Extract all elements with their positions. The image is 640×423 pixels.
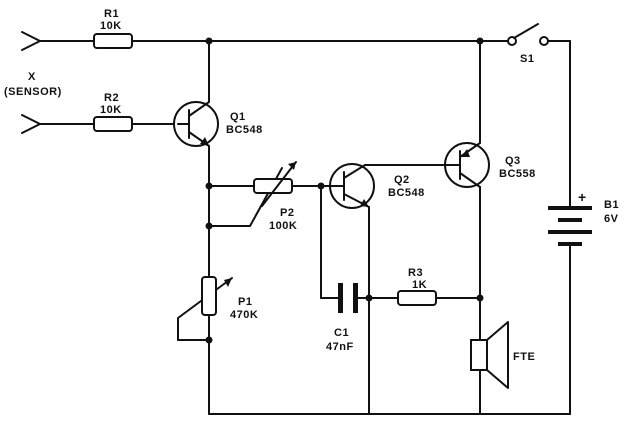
q1-type: BC548: [226, 124, 263, 136]
speaker-name: FTE: [513, 351, 535, 363]
s1-name: S1: [520, 53, 534, 65]
b1-value: 6V: [604, 213, 619, 225]
resistor-r1: [93, 33, 133, 49]
b1-polarity: +: [578, 189, 587, 205]
q2-name: Q2: [394, 174, 410, 186]
input-terminal-2: [21, 114, 41, 134]
input-terminal-1: [21, 31, 41, 51]
transistor-q1: [173, 101, 219, 147]
r1-value: 10K: [100, 20, 122, 32]
potentiometer-p1: [201, 276, 232, 316]
q1-name: Q1: [230, 111, 246, 123]
input-sublabel: (SENSOR): [4, 86, 62, 98]
switch-s1: [507, 23, 549, 46]
q2-type: BC548: [388, 187, 425, 199]
r3-name: R3: [408, 267, 423, 279]
c1-value: 47nF: [326, 341, 354, 353]
p2-value: 100K: [269, 220, 297, 232]
wires: [21, 31, 571, 415]
junctions: [205, 37, 484, 344]
p1-value: 470K: [230, 309, 258, 321]
r2-name: R2: [104, 92, 119, 104]
battery-b1: [548, 206, 592, 251]
r3-value: 1K: [412, 279, 427, 291]
labels: X (SENSOR) R1 10K R2 10K Q1 BC548 Q2 BC5…: [4, 8, 619, 363]
q3-type: BC558: [499, 168, 536, 180]
input-label: X: [28, 71, 36, 83]
transistor-q2: [329, 163, 375, 209]
r2-value: 10K: [100, 104, 122, 116]
r1-name: R1: [104, 8, 119, 20]
p2-name: P2: [280, 207, 294, 219]
capacitor-c1: [338, 283, 358, 313]
c1-name: C1: [334, 327, 349, 339]
potentiometer-p2: [253, 161, 297, 207]
transistor-q3: [444, 142, 490, 188]
q3-name: Q3: [505, 155, 521, 167]
p1-name: P1: [238, 296, 252, 308]
resistor-r3: [397, 290, 437, 306]
resistor-r2: [93, 116, 133, 132]
b1-name: B1: [604, 199, 619, 211]
speaker-fte: [470, 321, 509, 389]
